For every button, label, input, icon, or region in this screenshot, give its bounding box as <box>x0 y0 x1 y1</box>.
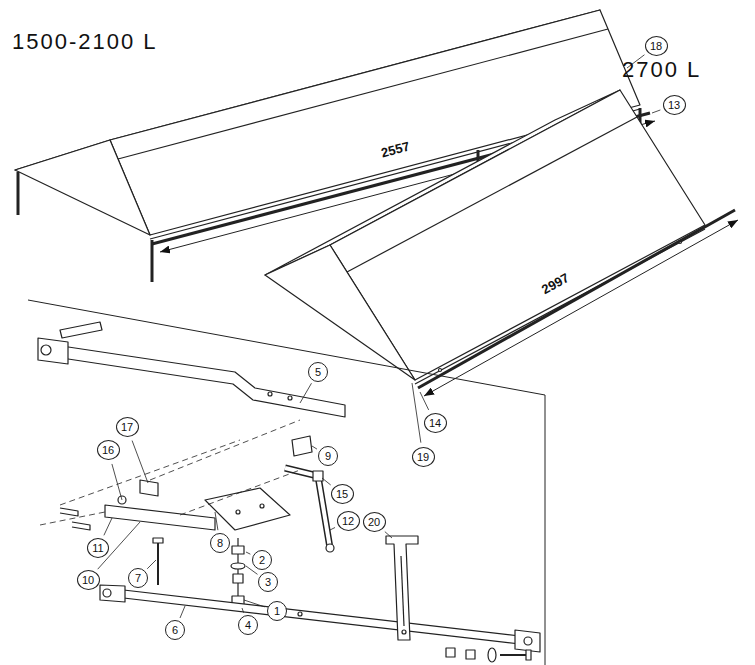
clamp-plate <box>60 480 215 530</box>
detail-frame <box>28 300 545 665</box>
leader-line <box>242 608 244 613</box>
callout-number: 8 <box>210 533 230 553</box>
roof-cover-long <box>265 90 705 384</box>
leader-line <box>132 441 148 483</box>
mount-plate <box>205 488 290 530</box>
callout-number: 4 <box>238 615 258 635</box>
dimension-line <box>424 220 738 396</box>
callout-number: 3 <box>258 572 278 592</box>
link-rod <box>285 468 334 552</box>
callout-number: 20 <box>363 512 386 532</box>
callout-number: 7 <box>128 568 148 588</box>
leader-line <box>385 532 392 538</box>
model-title: 1500-2100 L <box>12 30 158 54</box>
leader-line <box>322 478 331 485</box>
strap <box>386 536 418 640</box>
leader-line <box>112 464 122 500</box>
dimension-value: 2557 <box>377 138 413 161</box>
leader-line <box>420 392 429 410</box>
callout-number: 6 <box>165 620 185 640</box>
leader-line <box>180 606 185 618</box>
frame-beam-upper <box>38 322 345 417</box>
model-title: 2700 L <box>622 58 701 82</box>
leader-line <box>104 518 112 535</box>
callout-number: 1 <box>267 601 287 621</box>
callout-number: 12 <box>337 511 360 531</box>
leader-line <box>330 527 335 530</box>
assembly-axis <box>40 420 300 525</box>
leader-line <box>215 512 218 530</box>
leader-line <box>412 383 421 443</box>
callout-number: 15 <box>331 484 354 504</box>
callout-number: 2 <box>252 550 272 570</box>
leader-line <box>244 600 265 607</box>
frame-beam-lower <box>100 585 540 652</box>
leader-line <box>300 383 311 403</box>
callout-number: 5 <box>308 362 328 382</box>
callout-number: 11 <box>87 538 109 558</box>
bracket <box>292 436 312 456</box>
callout-number: 10 <box>77 570 100 590</box>
callout-number: 19 <box>412 447 435 467</box>
callout-number: 17 <box>116 417 139 437</box>
leader-line <box>652 110 660 113</box>
bolt-stack <box>231 538 245 606</box>
fastener-set <box>446 648 531 662</box>
callout-number: 9 <box>318 446 338 466</box>
rod <box>418 210 735 388</box>
callout-number: 16 <box>97 440 120 460</box>
callout-number: 13 <box>663 95 686 115</box>
leader-line <box>246 552 250 554</box>
callout-number: 14 <box>424 413 447 433</box>
leader-line <box>147 560 156 569</box>
callout-number: 18 <box>645 36 668 56</box>
dimension-value: 2997 <box>537 269 573 299</box>
leader-line <box>312 446 317 449</box>
